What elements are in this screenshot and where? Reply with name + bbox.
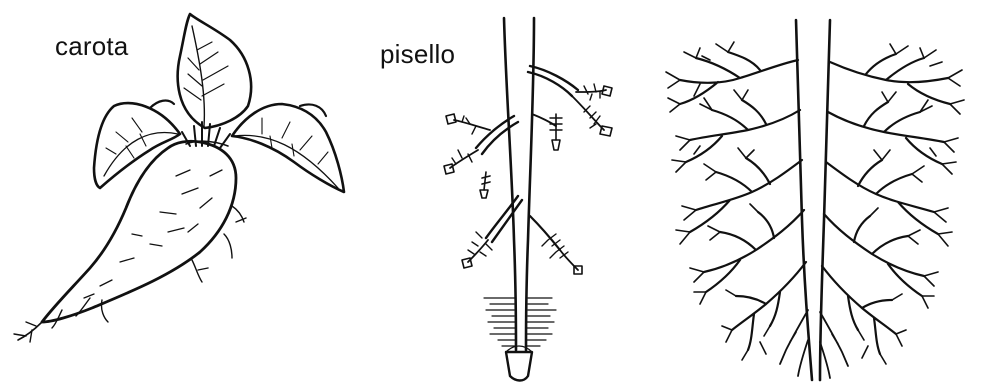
- pea-illustration: [444, 18, 612, 381]
- branched-right-roots: [820, 44, 964, 378]
- pea-lateral-middle-right: [532, 114, 562, 150]
- pea-lateral-upper-right: [528, 66, 612, 136]
- carrot-illustration: [14, 14, 344, 342]
- branched-main-root: [796, 20, 830, 380]
- pea-lateral-upper-left: [444, 114, 518, 198]
- carrot-leaf-right: [232, 104, 344, 192]
- pea-main-root: [504, 18, 534, 350]
- carrot-taproot: [14, 141, 246, 342]
- branched-left-roots: [666, 42, 808, 376]
- pea-root-hairs: [484, 298, 556, 346]
- carrot-leaf-center: [178, 14, 251, 128]
- branched-root-illustration: [666, 20, 964, 380]
- carrot-leaf-left: [94, 101, 180, 188]
- pea-lateral-lower-right: [530, 216, 582, 274]
- pea-root-cap: [506, 346, 532, 381]
